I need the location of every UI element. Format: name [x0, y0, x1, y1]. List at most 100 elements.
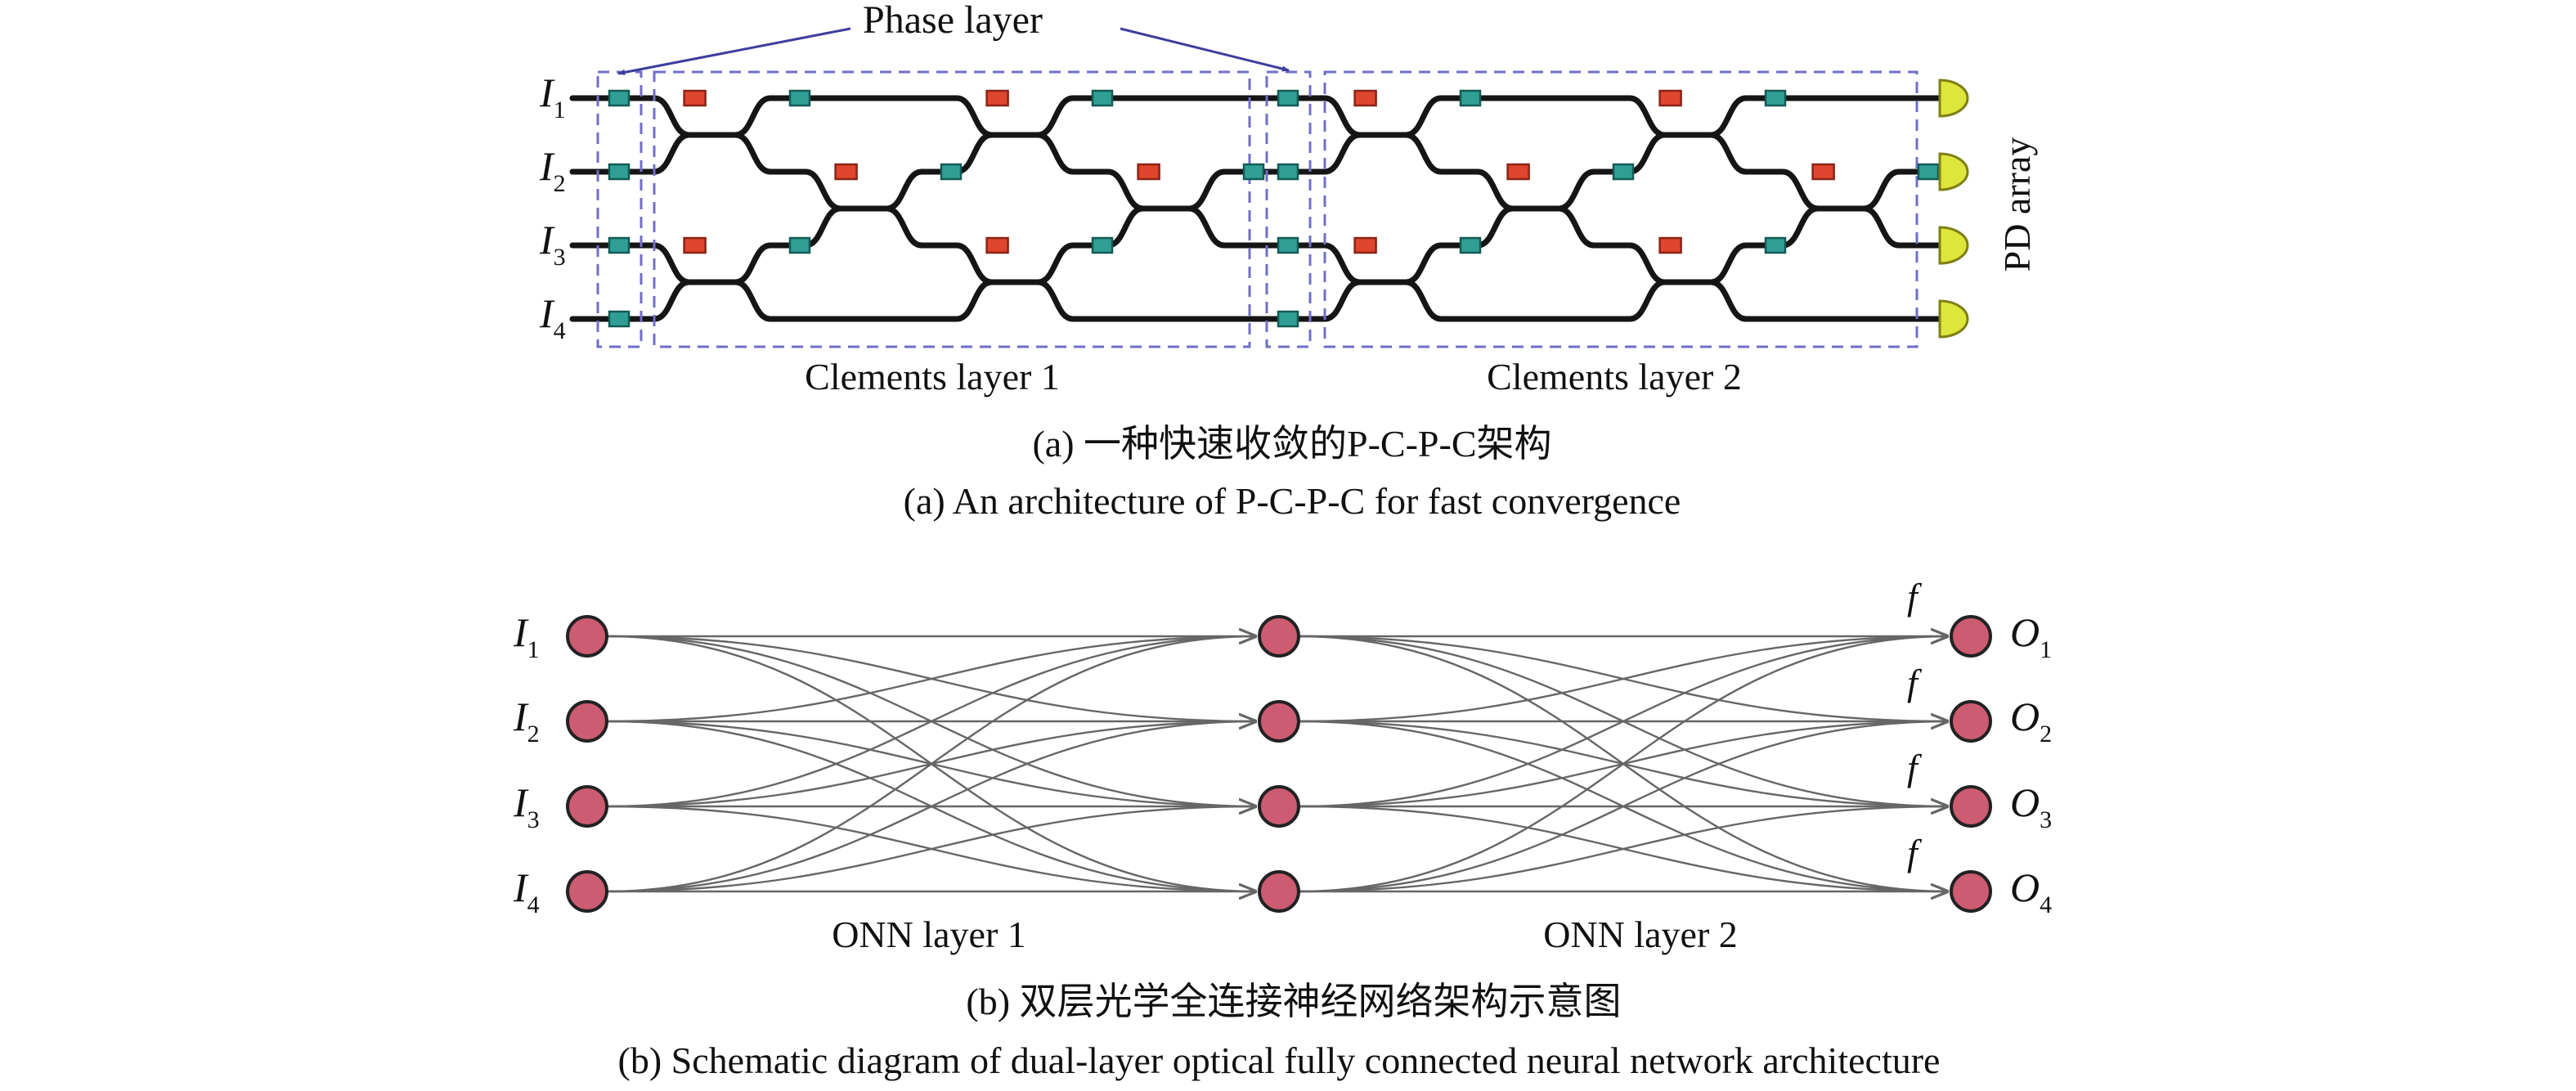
output-label-3: O3	[2010, 779, 2052, 833]
activation-f-1: f	[1907, 576, 1923, 617]
connection-l1-4-2	[606, 721, 1256, 893]
phase-layer-box-2	[1265, 70, 1312, 348]
connection-l1-2-1	[606, 636, 1256, 723]
phase-arrow-right	[1120, 27, 1290, 72]
onn-input-label-4: I4	[513, 864, 540, 918]
phase-layer-1-shifter-4	[608, 310, 631, 328]
mzi-internal-phase-shifter	[985, 236, 1009, 254]
phase-layer-1-shifter-2	[608, 163, 631, 181]
photodetector-1	[1938, 79, 1969, 118]
mzi-external-phase-shifter	[1764, 89, 1787, 107]
mzi-external-phase-shifter	[788, 89, 811, 107]
phase-layer-box-1	[596, 70, 643, 348]
phase-layer-arrows	[617, 27, 1290, 75]
input-label-4: I4	[539, 290, 566, 344]
neuron-col2-row4	[1258, 870, 1300, 913]
neuron-col3-row2	[1950, 700, 1992, 743]
phase-layer-2-shifter-3	[1277, 236, 1299, 254]
mzi-internal-phase-shifter	[1811, 163, 1835, 181]
mzi-external-phase-shifter	[940, 163, 963, 181]
input-label-2: I2	[539, 143, 566, 197]
input-label-3: I3	[539, 217, 566, 271]
mzi-external-phase-shifter	[1091, 89, 1114, 107]
mzi-internal-phase-shifter	[985, 89, 1009, 107]
mzi-external-phase-shifter	[1242, 163, 1265, 181]
mzi-internal-phase-shifter	[1353, 89, 1377, 107]
clements-layer-box-1	[653, 70, 1251, 348]
photodetector-array	[1938, 79, 1969, 339]
caption-a-cn: (a) 一种快速收敛的P-C-P-C架构	[1032, 423, 1551, 465]
onn-layer-2-label: ONN layer 2	[1543, 914, 1738, 955]
caption-b-en: (b) Schematic diagram of dual-layer opti…	[618, 1039, 1941, 1081]
neuron-col2-row2	[1258, 700, 1300, 743]
phase-layer-1-shifter-3	[608, 236, 631, 254]
mzi-external-phase-shifter	[1459, 89, 1482, 107]
dashed-layer-boxes	[596, 70, 1919, 348]
panel-b-input-labels: I1 I2 I3 I4	[513, 609, 540, 918]
input-label-1: I1	[539, 70, 566, 123]
neuron-col3-row1	[1950, 615, 1992, 658]
activation-f-3: f	[1907, 747, 1923, 788]
panel-b-output-labels: O1 O2 O3 O4	[2010, 609, 2052, 918]
mzi-internal-phase-shifter	[683, 236, 707, 254]
photodetector-2	[1938, 152, 1969, 191]
neuron-col2-row3	[1258, 785, 1300, 828]
phase-layer-label: Phase layer	[863, 0, 1043, 42]
onn-input-label-1: I1	[513, 609, 540, 663]
mzi-internal-phase-shifter	[834, 163, 858, 181]
phase-arrow-left	[617, 27, 851, 75]
connection-l2-2-1	[1298, 636, 1948, 723]
waveguide-mesh	[569, 95, 1941, 322]
neuron-col1-row1	[566, 615, 608, 658]
connection-l1-3-1	[606, 636, 1256, 808]
clements-layer-2-label: Clements layer 2	[1487, 356, 1742, 397]
output-label-1: O1	[2010, 609, 2052, 663]
mzi-external-phase-shifter	[1459, 236, 1482, 254]
neuron-col1-row2	[566, 700, 608, 743]
waveguide-4	[569, 279, 1941, 322]
mzi-phase-shifters	[608, 89, 1940, 328]
neurons	[566, 615, 1992, 913]
activation-f-4: f	[1907, 832, 1923, 873]
mzi-external-phase-shifter	[1764, 236, 1787, 254]
mzi-internal-phase-shifter	[1506, 163, 1530, 181]
panel-b: I1 I2 I3 I4 O1 O2 O3 O4 f f f f ONN laye…	[513, 576, 2052, 1081]
mzi-internal-phase-shifter	[1658, 89, 1682, 107]
mzi-external-phase-shifter	[1612, 163, 1635, 181]
activation-labels: f f f f	[1907, 576, 1923, 873]
clements-layer-1-label: Clements layer 1	[805, 356, 1060, 397]
mzi-internal-phase-shifter	[683, 89, 707, 107]
neuron-col3-row4	[1950, 870, 1992, 913]
neuron-col1-row4	[566, 870, 608, 913]
connection-l2-3-1	[1298, 636, 1948, 808]
onn-layer-1-label: ONN layer 1	[832, 914, 1026, 955]
phase-layer-1-shifter-1	[608, 89, 631, 107]
neuron-col1-row3	[566, 785, 608, 828]
waveguide-2	[569, 132, 1941, 212]
caption-a-en: (a) An architecture of P-C-P-C for fast …	[904, 480, 1681, 522]
mzi-internal-phase-shifter	[1658, 236, 1682, 254]
pd-array-label: PD array	[1996, 137, 2038, 272]
output-label-2: O2	[2010, 694, 2052, 748]
activation-f-2: f	[1907, 662, 1923, 703]
output-label-4: O4	[2010, 864, 2052, 918]
connection-l2-4-2	[1298, 721, 1948, 893]
phase-layer-2-shifter-1	[1277, 89, 1299, 107]
waveguide-3	[569, 205, 1941, 285]
mzi-internal-phase-shifter	[1137, 163, 1160, 181]
mzi-external-phase-shifter	[1091, 236, 1114, 254]
neuron-col2-row1	[1258, 615, 1300, 658]
panel-a: Phase layer I1 I2 I3 I4 PD array Clement…	[539, 0, 2038, 522]
mzi-external-phase-shifter	[1917, 163, 1940, 181]
connection-l1-4-3	[606, 806, 1256, 893]
mzi-external-phase-shifter	[788, 236, 811, 254]
onn-input-label-2: I2	[513, 694, 540, 748]
photodetector-4	[1938, 299, 1969, 339]
photodetector-3	[1938, 226, 1969, 265]
connection-l2-4-3	[1298, 806, 1948, 893]
caption-b-cn: (b) 双层光学全连接神经网络架构示意图	[966, 981, 1621, 1022]
panel-a-input-labels: I1 I2 I3 I4	[539, 70, 566, 344]
phase-layer-2-shifter-2	[1277, 163, 1299, 181]
connection-l1-4-1	[606, 636, 1256, 893]
